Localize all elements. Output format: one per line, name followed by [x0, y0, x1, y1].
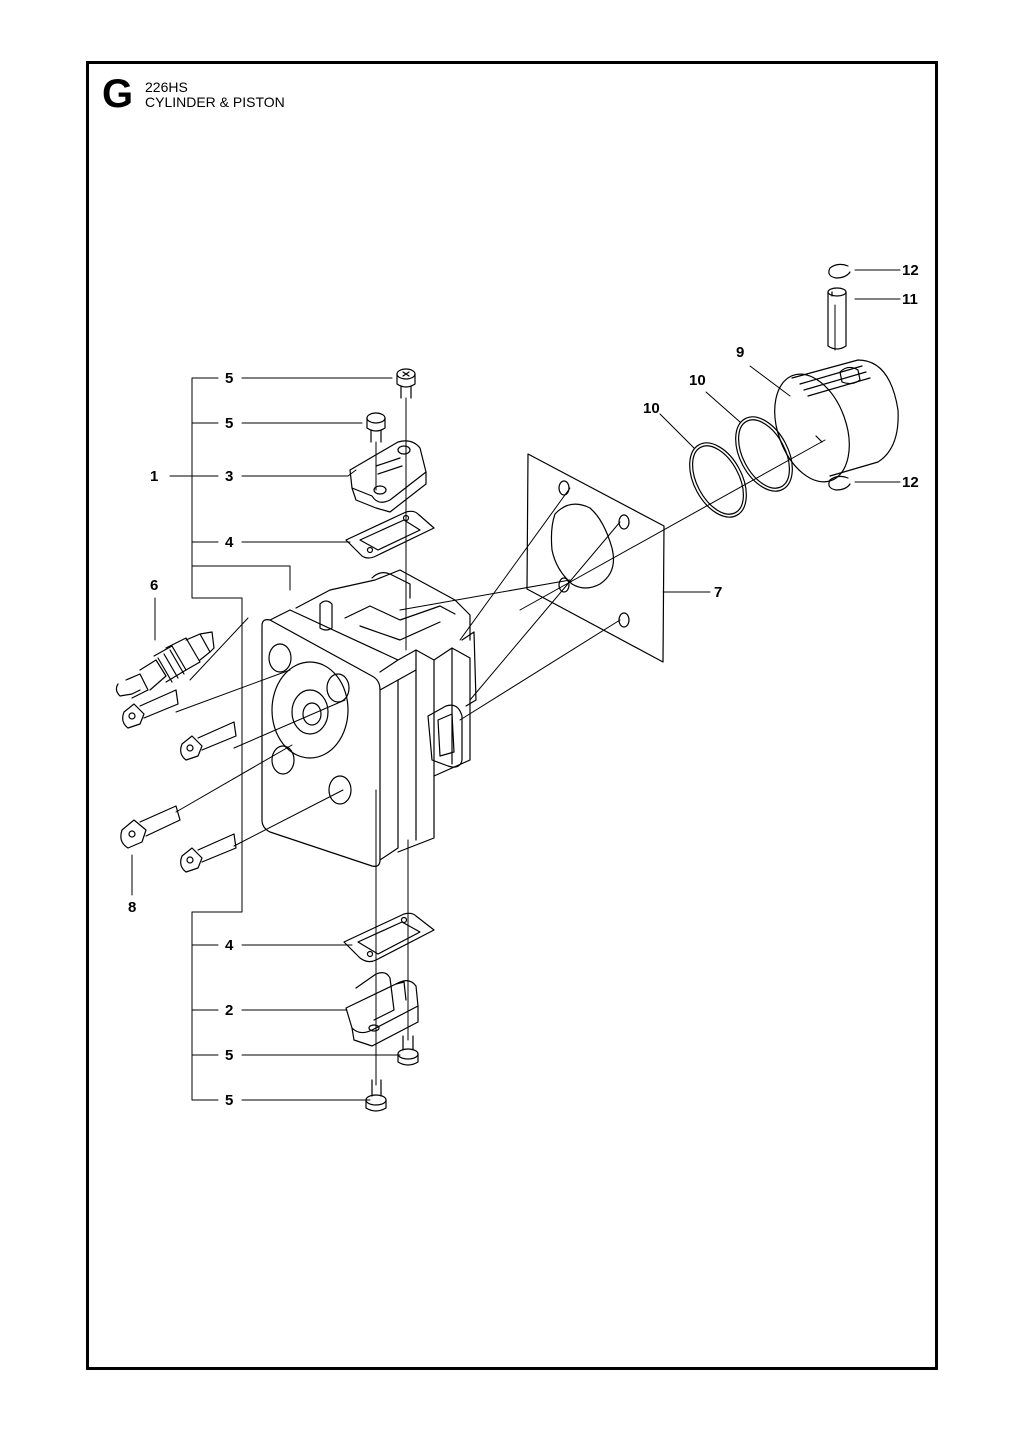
circlip-bottom: [828, 475, 851, 491]
callout-10b: 10: [643, 400, 660, 417]
gasket-top: [345, 510, 435, 559]
circlip-top: [828, 263, 851, 279]
callout-11: 11: [902, 291, 918, 308]
callout-5b: 5: [225, 415, 233, 432]
callout-3: 3: [225, 468, 233, 485]
callout-5a: 5: [225, 370, 233, 387]
callout-2: 2: [225, 1002, 233, 1019]
section-letter: G: [102, 72, 134, 116]
piston-ring-2: [735, 416, 793, 492]
callout-labels: 1 5 5 3 4 6 8 4 2 5 5 7 9 10 10 11 12 12: [128, 262, 919, 1109]
screw-top-a: [396, 368, 416, 399]
callout-10a: 10: [689, 372, 706, 389]
callout-8: 8: [128, 899, 136, 916]
screw-bottom-b: [365, 1079, 387, 1112]
top-cover: [349, 440, 427, 513]
page-frame: [86, 61, 938, 1370]
bolt-1: [122, 689, 179, 729]
callout-1: 1: [150, 468, 158, 485]
axis-lines: [175, 304, 836, 1086]
bolt-2: [180, 721, 237, 761]
bolt-3: [120, 805, 181, 849]
spark-plug: [115, 631, 215, 699]
piston-ring-1: [689, 442, 747, 518]
screw-top-b: [366, 412, 386, 443]
cylinder-body: [261, 569, 477, 867]
callout-12a: 12: [902, 262, 919, 279]
callout-7: 7: [714, 584, 722, 601]
piston-pin: [827, 287, 847, 350]
bolt-4: [180, 833, 237, 873]
bottom-cover: [345, 972, 419, 1047]
group-bracket: [169, 377, 291, 1101]
callout-5d: 5: [225, 1092, 233, 1109]
callout-12b: 12: [902, 474, 919, 491]
page-title: CYLINDER & PISTON: [145, 94, 285, 110]
callout-5c: 5: [225, 1047, 233, 1064]
leader-lines: [131, 269, 901, 1101]
callout-9: 9: [736, 344, 744, 361]
callout-4b: 4: [225, 937, 234, 954]
callout-6: 6: [150, 577, 158, 594]
model-number: 226HS: [145, 79, 188, 95]
screw-bottom-a: [397, 1035, 419, 1066]
base-gasket: [526, 453, 665, 663]
gasket-bottom: [343, 912, 435, 963]
callout-4a: 4: [225, 534, 234, 551]
piston: [774, 359, 899, 483]
